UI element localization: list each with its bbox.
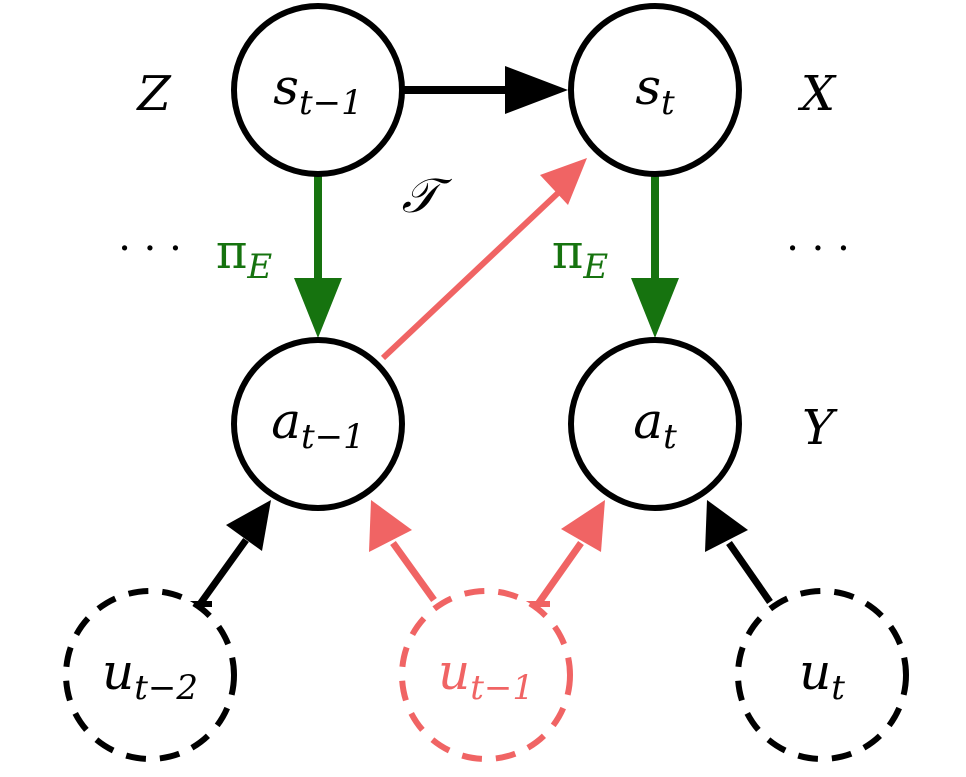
node-state-prev-label: st−1 [273, 58, 362, 123]
node-noise-prev2-label: ut−2 [102, 643, 198, 708]
label-x: X [797, 66, 837, 122]
node-state-curr-label: st [635, 58, 675, 123]
node-action-prev: at−1 [231, 337, 405, 511]
edge-action-to-state [380, 158, 587, 361]
edge-noise-prev2-to-action [188, 500, 271, 607]
edge-noise-curr-to-action [705, 500, 773, 604]
label-transition: 𝒯 [402, 168, 453, 224]
label-policy-right: πE [552, 224, 609, 287]
edge-noise-prev-to-action-curr [526, 500, 605, 607]
edge-policy-left [294, 176, 342, 338]
label-policy-left: πE [216, 224, 273, 287]
node-noise-prev2: ut−2 [63, 588, 237, 762]
node-noise-prev-label: ut−1 [438, 643, 534, 708]
node-action-prev-label: at−1 [271, 392, 365, 457]
edge-noise-prev-to-action-prev [369, 500, 437, 603]
label-y: Y [802, 400, 838, 456]
edge-policy-right [631, 176, 679, 338]
node-state-prev: st−1 [231, 3, 405, 177]
label-z: Z [135, 66, 172, 122]
node-action-curr: at [568, 337, 742, 511]
node-noise-prev: ut−1 [399, 588, 573, 762]
node-noise-curr-label: ut [799, 643, 845, 708]
node-noise-curr: ut [735, 588, 909, 762]
node-action-curr-label: at [633, 392, 677, 457]
edge-state-transition [402, 66, 568, 114]
ellipsis-right: · · · [786, 226, 850, 272]
ellipsis-left: · · · [118, 226, 182, 272]
node-state-curr: st [568, 3, 742, 177]
